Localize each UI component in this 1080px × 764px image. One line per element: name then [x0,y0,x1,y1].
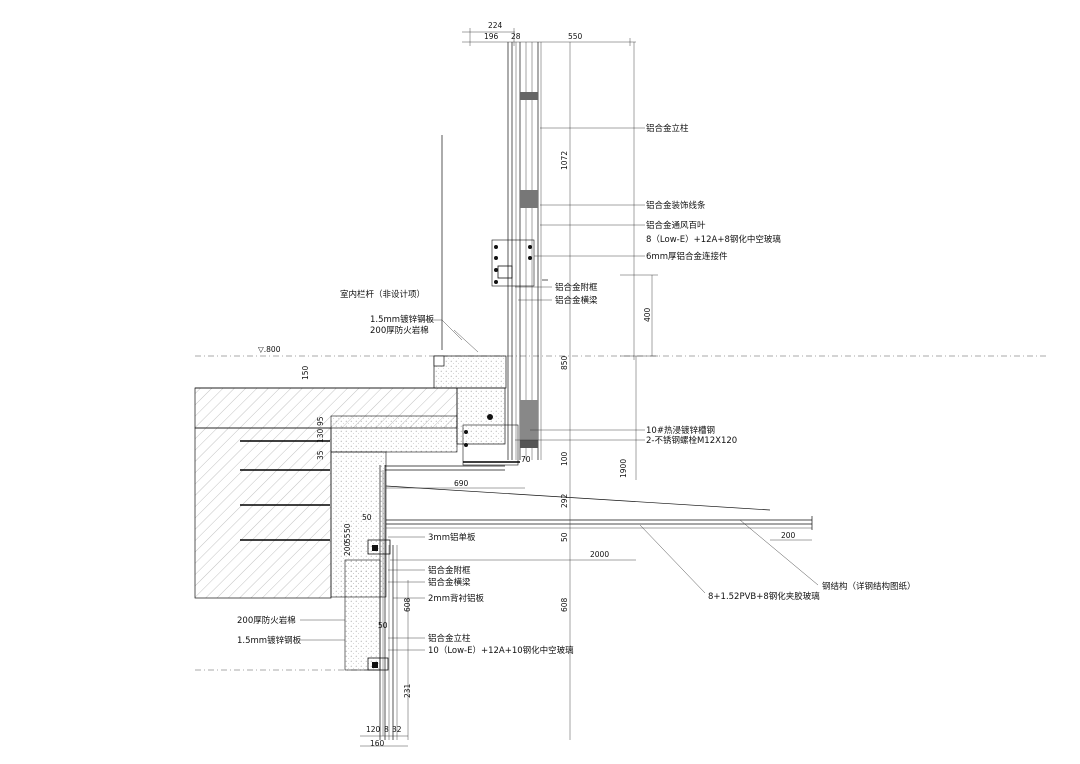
dim-150: 150 [301,365,310,380]
dim-608a: 608 [403,597,412,612]
lower-rockwool [330,415,458,671]
label-rockwool-lower: 200厚防火岩棉 [237,615,296,626]
dim-1072: 1072 [560,151,569,170]
bottom-dimensions [360,470,812,747]
label-steel-plate-lower: 1.5mm镀锌钢板 [237,635,302,646]
level-mark: ▽.800 [258,345,281,354]
label-transom-lower: 铝合金横梁 [428,577,471,588]
label-railing: 室内栏杆（非设计项） [340,289,425,300]
dim-196: 196 [484,32,499,41]
label-mullion-upper: 铝合金立柱 [646,123,689,134]
label-al-panel: 3mm铝单板 [428,532,476,543]
dim-850: 850 [560,355,569,370]
label-bolt: 2-不锈钢螺栓M12X120 [646,435,737,446]
dim-550: 550 [568,32,583,41]
dim-200b: 200 [343,541,352,556]
dim-95: 95 [316,416,325,426]
label-steel-struct: 钢结构（详钢结构图纸） [822,581,916,592]
label-steel-plate-upper: 1.5mm镀锌钢板 [370,314,435,325]
dim-400: 400 [643,307,652,322]
label-sub-frame-upper: 铝合金附框 [555,282,598,293]
label-igu-lower: 10（Low-E）+12A+10钢化中空玻璃 [428,645,574,656]
dim-50d: 50 [343,523,352,533]
upper-connector [491,239,535,287]
dim-120: 120 [366,725,381,734]
dim-292: 292 [560,493,569,508]
label-deco-strip: 铝合金装饰线条 [646,200,706,211]
lower-curtain-wall [367,465,398,740]
dim-50a: 50 [362,513,372,522]
dim-55: 55 [343,533,352,543]
dim-690: 690 [454,479,469,488]
right-dimensions [620,274,658,480]
dim-160: 160 [370,739,385,748]
dim-200: 200 [781,531,796,540]
label-igu-upper: 8（Low-E）+12A+8钢化中空玻璃 [646,234,781,245]
upper-curtain-wall [507,42,548,460]
label-connector: 6mm厚铝合金连接件 [646,251,728,262]
dim-70: 70 [521,455,531,464]
leader-lines [300,127,819,651]
dim-2000: 2000 [590,550,609,559]
label-sub-frame-lower: 铝合金附框 [428,565,471,576]
railing [441,135,479,353]
label-backing: 2mm背衬铝板 [428,593,484,604]
dim-100: 100 [560,451,569,466]
dim-50b: 50 [560,532,569,542]
dim-35: 35 [316,450,325,460]
label-mullion-lower: 铝合金立柱 [428,633,471,644]
label-rockwool-upper: 200厚防火岩棉 [370,325,429,336]
top-dimensions [462,28,636,740]
label-transom-upper: 铝合金横梁 [555,295,598,306]
dim-231: 231 [403,683,412,698]
dim-32: 32 [392,725,402,734]
channel-bracket [385,414,520,471]
concrete-slab [194,387,458,599]
dim-224: 224 [488,21,503,30]
label-laminated: 8+1.52PVB+8钢化夹胶玻璃 [708,591,820,602]
dim-8: 8 [384,725,389,734]
upper-rockwool [433,355,507,445]
dim-1900: 1900 [619,459,628,478]
dim-608b: 608 [560,597,569,612]
dim-50c: 50 [378,621,388,630]
label-louver: 铝合金通风百叶 [646,220,706,231]
canopy-glass [385,485,813,530]
dim-130: 130 [316,428,325,443]
dim-28: 28 [511,32,521,41]
label-channel: 10#热浸镀锌槽钢 [646,425,715,436]
